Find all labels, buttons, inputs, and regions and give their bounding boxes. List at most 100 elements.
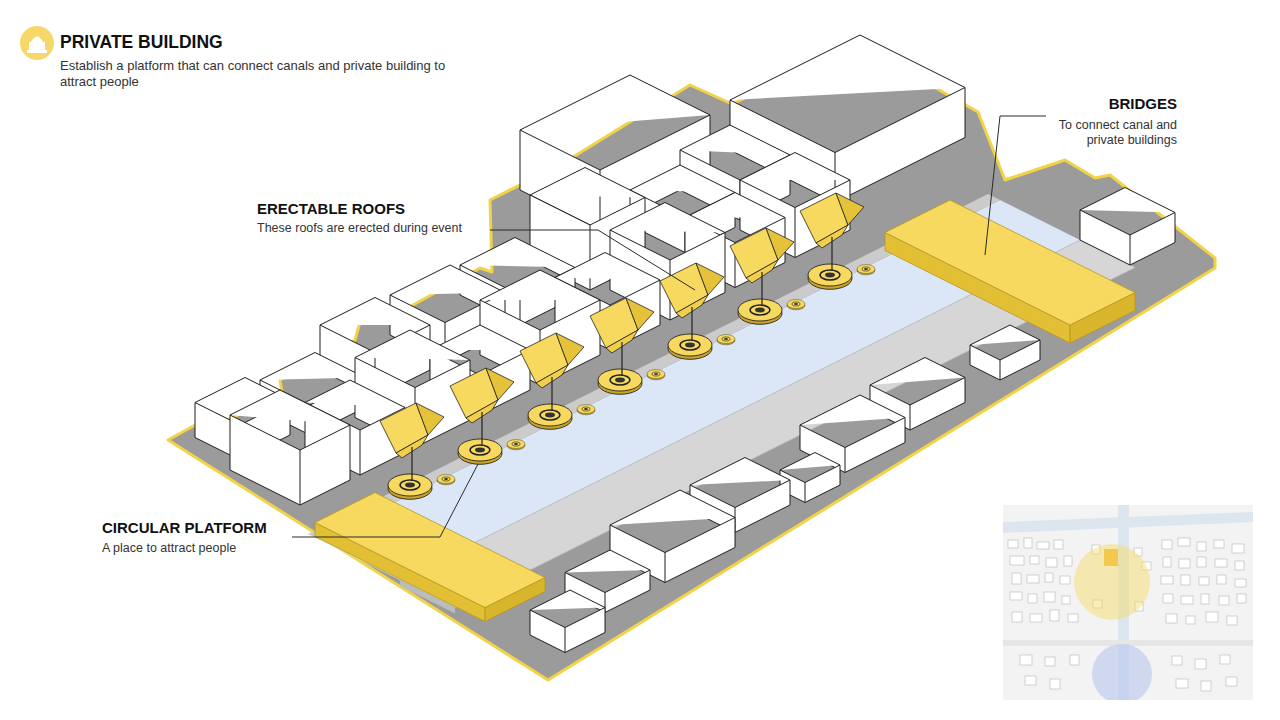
circular-platform — [717, 335, 735, 345]
map-block — [1060, 576, 1070, 584]
callout-text: To connect canal and private buildings — [1056, 118, 1177, 148]
circular-platform — [787, 300, 805, 310]
map-block — [1044, 592, 1055, 602]
map-block — [1172, 656, 1182, 665]
map-block — [1227, 616, 1237, 625]
erectable-roof — [590, 298, 654, 376]
map-block — [1195, 659, 1206, 669]
erectable-roof — [730, 228, 794, 306]
callout-text: These roofs are erected during event — [257, 221, 462, 236]
map-block — [1181, 575, 1190, 585]
circular-platform — [507, 440, 525, 450]
map-block — [1068, 614, 1078, 622]
map-block — [1181, 596, 1193, 604]
map-block — [1054, 540, 1063, 549]
map-block — [1179, 559, 1190, 568]
map-block — [1028, 594, 1037, 603]
map-block — [1163, 594, 1173, 603]
map-block — [1226, 677, 1237, 686]
map-site — [1104, 549, 1118, 566]
map-block — [1045, 573, 1053, 582]
circular-platform — [577, 405, 595, 415]
circular-platform — [738, 299, 782, 324]
circular-platform — [598, 369, 642, 394]
bridge — [315, 493, 545, 608]
header-icon — [20, 26, 54, 60]
map-block — [1037, 542, 1049, 549]
callout-heading: CIRCULAR PLATFORM — [102, 519, 267, 537]
leader-line — [292, 464, 478, 537]
icon-building — [27, 37, 47, 54]
leader-line — [985, 116, 1046, 255]
circular-platform — [668, 334, 712, 359]
map-block — [1215, 559, 1227, 567]
erectable-roof — [800, 193, 864, 271]
map-block — [1025, 676, 1036, 685]
map-block — [1046, 558, 1057, 567]
map-block — [1197, 557, 1206, 567]
building — [690, 458, 790, 533]
map-block — [1220, 655, 1230, 664]
circular-platform — [647, 370, 665, 380]
map-block — [1176, 679, 1188, 688]
page-title: PRIVATE BUILDING — [60, 32, 223, 53]
map-block — [1010, 592, 1022, 600]
map-block — [1030, 556, 1039, 564]
map-block — [1166, 614, 1177, 623]
building — [1080, 188, 1175, 266]
map-block — [1232, 544, 1244, 553]
map-area — [1092, 644, 1152, 700]
map-focus-area — [1074, 544, 1150, 620]
map-block — [1050, 610, 1059, 621]
map-block — [1235, 561, 1244, 570]
map-block — [1178, 538, 1190, 546]
map-block — [1020, 655, 1032, 665]
erectable-roof — [520, 333, 584, 411]
map-block — [1062, 596, 1070, 604]
map-block — [1024, 538, 1032, 548]
map-block — [1070, 655, 1079, 665]
callout-heading: ERECTABLE ROOFS — [257, 200, 405, 218]
map-block — [1201, 594, 1209, 604]
map-block — [1219, 596, 1229, 605]
map-block — [1217, 575, 1226, 584]
map-block — [1199, 577, 1209, 585]
erectable-roof — [450, 368, 514, 446]
map-block — [1161, 576, 1173, 584]
map-block — [1237, 594, 1246, 603]
map-block — [1050, 679, 1060, 689]
circular-platform — [458, 439, 502, 464]
map-block — [1030, 614, 1042, 622]
inset-map — [1003, 505, 1253, 700]
map-block — [1186, 616, 1195, 624]
circular-platform — [528, 404, 572, 429]
subtitle: Establish a platform that can connect ca… — [60, 58, 460, 90]
map-block — [1235, 579, 1246, 587]
map-block — [1012, 573, 1021, 584]
leader-line — [490, 230, 695, 290]
map-block — [1010, 556, 1024, 565]
map-block — [1027, 575, 1039, 583]
circular-platform — [857, 265, 875, 275]
building — [230, 390, 350, 505]
map-block — [1163, 557, 1171, 567]
callout-heading: BRIDGES — [1109, 95, 1177, 113]
map-block — [1008, 540, 1018, 548]
map-block — [1045, 657, 1055, 666]
circular-platform — [388, 474, 432, 499]
map-block — [1012, 612, 1022, 622]
map-block — [1206, 612, 1218, 622]
callout-text: A place to attract people — [102, 541, 236, 556]
map-block — [1197, 542, 1206, 551]
building — [530, 590, 605, 653]
map-block — [1214, 540, 1224, 548]
map-block — [1162, 540, 1172, 549]
map-block — [1064, 556, 1072, 566]
map-block — [1201, 681, 1211, 691]
erectable-roof — [380, 403, 444, 481]
circular-platform — [437, 475, 455, 485]
building — [870, 358, 965, 431]
building — [970, 325, 1040, 380]
